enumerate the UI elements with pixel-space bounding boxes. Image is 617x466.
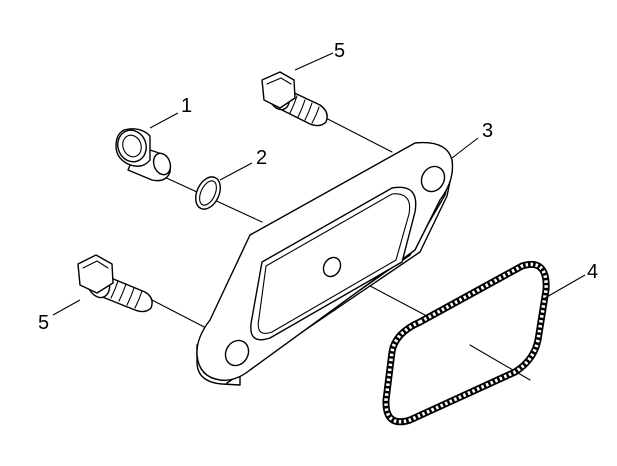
- callout-5-top: 5: [334, 40, 345, 62]
- callout-2: 2: [256, 147, 267, 169]
- flange-bolt-left: [77, 254, 153, 313]
- cover-plate: [196, 141, 454, 386]
- callout-5-left: 5: [38, 312, 49, 334]
- callout-3: 3: [482, 120, 493, 142]
- flange-bolt-top: [261, 71, 328, 127]
- callout-4: 4: [587, 261, 598, 283]
- gasket: [382, 261, 550, 426]
- leader-lines: [52, 52, 586, 316]
- o-ring: [195, 176, 221, 210]
- callout-1: 1: [181, 95, 192, 117]
- plug: [115, 128, 172, 182]
